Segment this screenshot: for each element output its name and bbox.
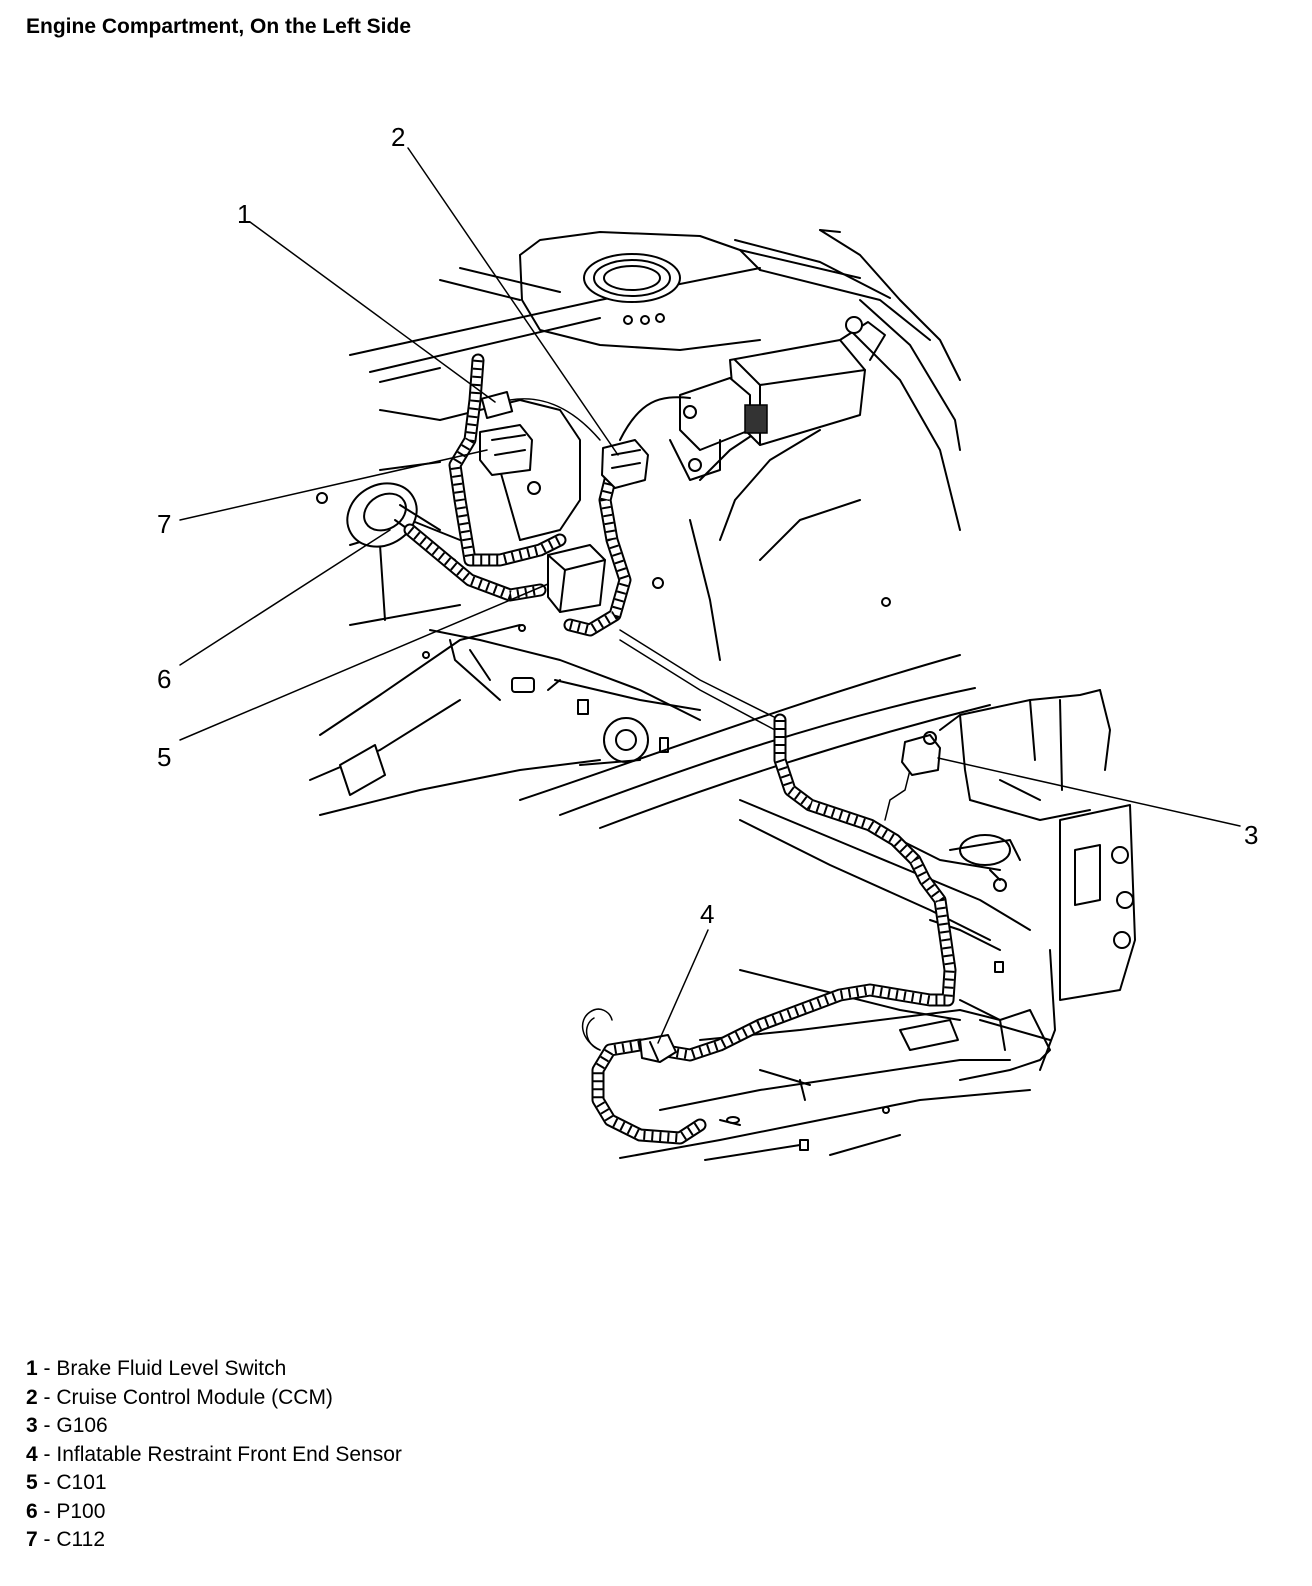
legend-separator: - xyxy=(37,1528,57,1551)
c101-box xyxy=(547,544,606,613)
legend-separator: - xyxy=(37,1385,57,1409)
legend-separator: - xyxy=(37,1414,57,1437)
legend-number: 5 xyxy=(26,1471,38,1494)
hood-edge xyxy=(519,654,991,829)
cruise-control-module-drawing xyxy=(619,316,886,481)
legend-item: 5 - C101 xyxy=(26,1469,402,1498)
legend-separator: - xyxy=(37,1499,57,1523)
body-structure-lower xyxy=(739,689,1136,1081)
body-structure-upper xyxy=(349,229,961,661)
legend-text: G106 xyxy=(56,1414,108,1437)
legend-text: P100 xyxy=(56,1499,106,1523)
callout-4: 4 xyxy=(700,899,715,929)
legend-item: 4 - Inflatable Restraint Front End Senso… xyxy=(26,1441,402,1470)
connectors-upper xyxy=(479,390,649,489)
strut-mount xyxy=(316,253,891,607)
callout-3: 3 xyxy=(1244,820,1259,850)
callout-1: 1 xyxy=(237,199,252,229)
callout-2: 2 xyxy=(391,122,406,152)
legend-text: Cruise Control Module (CCM) xyxy=(56,1385,333,1409)
wiring-harness-upper xyxy=(403,353,781,731)
legend-text: C112 xyxy=(56,1528,106,1551)
legend-number: 6 xyxy=(26,1499,38,1523)
lower-frame-rail xyxy=(619,969,1031,1161)
legend-text: Inflatable Restraint Front End Sensor xyxy=(56,1442,402,1466)
legend-item: 3 - G106 xyxy=(26,1412,402,1441)
legend-separator: - xyxy=(37,1442,57,1466)
inner-panel xyxy=(409,399,581,541)
legend-number: 3 xyxy=(26,1414,38,1437)
connectors-lower xyxy=(639,731,941,1063)
legend-item: 6 - P100 xyxy=(26,1498,402,1527)
leader-lines xyxy=(179,147,1241,1044)
legend-text: Brake Fluid Level Switch xyxy=(56,1357,287,1380)
callout-5: 5 xyxy=(157,742,172,772)
legend-item: 2 - Cruise Control Module (CCM) xyxy=(26,1384,402,1413)
diagram-title: Engine Compartment, On the Left Side xyxy=(26,15,412,38)
legend: 1 - Brake Fluid Level Switch 2 - Cruise … xyxy=(26,1355,402,1555)
legend-separator: - xyxy=(37,1357,57,1380)
legend-separator: - xyxy=(37,1471,57,1494)
legend-text: C101 xyxy=(56,1471,107,1494)
frame-rail xyxy=(309,624,701,816)
legend-number: 7 xyxy=(26,1528,38,1551)
callout-7: 7 xyxy=(157,509,172,539)
wiring-harness-lower xyxy=(581,713,957,1145)
legend-item: 7 - C112 xyxy=(26,1526,402,1555)
legend-item: 1 - Brake Fluid Level Switch xyxy=(26,1355,402,1384)
legend-number: 1 xyxy=(26,1357,38,1380)
callout-6: 6 xyxy=(157,664,172,694)
legend-number: 2 xyxy=(26,1385,38,1409)
legend-number: 4 xyxy=(26,1442,38,1466)
